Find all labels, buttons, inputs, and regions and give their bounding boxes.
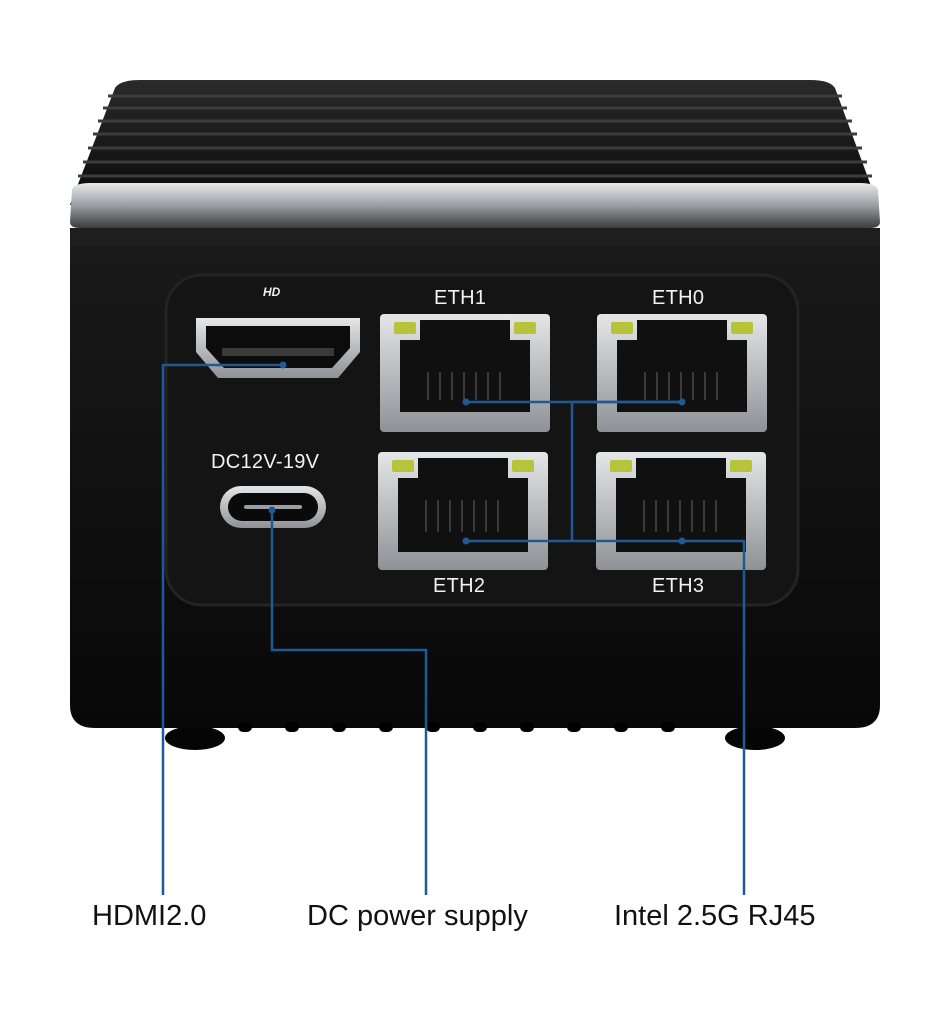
dc-voltage-label: DC12V-19V — [211, 451, 320, 473]
hdmi-port-icon — [196, 318, 360, 378]
rj45-callout-line — [466, 539, 746, 895]
eth1-label: ETH1 — [434, 287, 487, 309]
bottom-vents — [238, 722, 675, 732]
heatsink-top — [70, 80, 880, 228]
eth2-label: ETH2 — [433, 575, 486, 597]
device-feet — [165, 726, 785, 750]
hdmi-caption: HDMI2.0 — [92, 900, 207, 932]
callout-dots — [268, 361, 686, 545]
eth0-label: ETH0 — [652, 287, 705, 309]
eth3-label: ETH3 — [652, 575, 705, 597]
dc-callout-line — [270, 510, 428, 895]
callout-lines — [161, 363, 746, 895]
hdmi-callout-line — [161, 363, 283, 895]
body-seam — [70, 228, 880, 246]
hd-logo-icon: HD — [263, 285, 281, 299]
dc-power-caption: DC power supply — [307, 900, 528, 932]
rj45-caption: Intel 2.5G RJ45 — [614, 900, 816, 932]
